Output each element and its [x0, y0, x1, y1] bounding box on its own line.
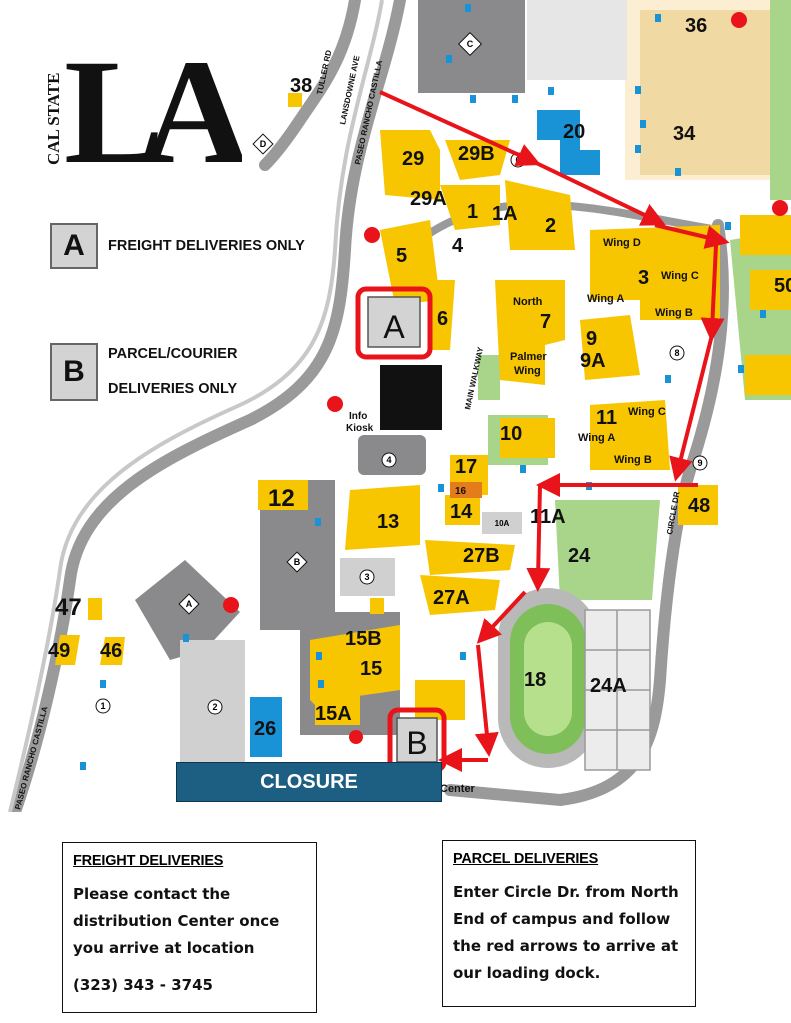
lot-1: 1 [100, 701, 105, 711]
logo-mark: LA [64, 44, 242, 170]
legend-b-box: B [50, 343, 98, 401]
label-2: 2 [545, 215, 556, 237]
freight-line-2: distribution Center once [73, 912, 280, 930]
lot-8: 8 [674, 348, 679, 358]
label-15b: 15B [345, 628, 382, 650]
track-18 [498, 588, 598, 768]
label-wing-c3: Wing C [661, 270, 699, 282]
label-46: 46 [100, 640, 122, 662]
label-3: 3 [638, 267, 649, 289]
parcel-line-4: our loading dock. [453, 964, 601, 982]
lot-4: 4 [386, 455, 391, 465]
lot-9: 9 [697, 458, 702, 468]
label-wing-a3: Wing A [587, 293, 624, 305]
label-9: 9 [586, 328, 597, 350]
lot-c: C [467, 39, 474, 49]
label-38: 38 [290, 75, 312, 97]
legend-b-text-2: DELIVERIES ONLY [108, 381, 238, 397]
label-1: 1 [467, 201, 478, 223]
label-49: 49 [48, 640, 70, 662]
marker-a-letter: A [383, 309, 405, 345]
blue-buildings [250, 110, 600, 757]
label-11: 11 [596, 407, 617, 429]
lot-a: A [186, 599, 193, 609]
legend-a-text: FREIGHT DELIVERIES ONLY [108, 238, 305, 254]
parcel-title: PARCEL DELIVERIES [453, 851, 599, 867]
metro-icons [223, 12, 788, 744]
parking-markers: C D B A 6 8 9 4 3 2 1 10A [95, 31, 708, 715]
label-wing-a11: Wing A [578, 432, 615, 444]
freight-title: FREIGHT DELIVERIES [73, 853, 224, 869]
legend-a-box: A [50, 223, 98, 269]
freight-phone: (323) 343 - 3745 [73, 976, 213, 994]
lot-10a: 10A [495, 519, 510, 528]
lot-d: D [260, 139, 267, 149]
freight-line-3: you arrive at location [73, 939, 255, 957]
logo-text: CAL STATE [44, 72, 63, 165]
parcel-deliveries-box: PARCEL DELIVERIES Enter Circle Dr. from … [442, 840, 696, 1007]
label-center: Center [440, 783, 476, 795]
label-15: 15 [360, 658, 382, 680]
lot-3: 3 [364, 572, 369, 582]
label-9a: 9A [580, 350, 606, 372]
label-29a: 29A [410, 188, 447, 210]
label-34: 34 [673, 123, 696, 145]
marker-a[interactable]: A [355, 286, 433, 360]
label-north: North [513, 296, 543, 308]
label-26: 26 [254, 718, 276, 740]
delivery-route-arrows [379, 90, 730, 772]
label-24a: 24A [590, 675, 627, 697]
label-1a: 1A [492, 203, 518, 225]
label-16: 16 [455, 486, 467, 497]
lot-b: B [294, 557, 301, 567]
black-building [380, 365, 442, 430]
svg-text:LA: LA [64, 44, 242, 170]
parcel-line-2: End of campus and follow [453, 910, 671, 928]
freight-deliveries-box: FREIGHT DELIVERIES Please contact the di… [62, 842, 317, 1013]
parcel-line-1: Enter Circle Dr. from North [453, 883, 679, 901]
label-24: 24 [568, 545, 591, 567]
marker-b-letter: B [406, 725, 427, 761]
label-7: 7 [540, 311, 551, 333]
label-6: 6 [437, 308, 448, 330]
label-29: 29 [402, 148, 424, 170]
label-info: Info [349, 411, 367, 422]
label-11a: 11A [530, 506, 566, 528]
label-27b: 27B [463, 545, 500, 567]
label-18: 18 [524, 669, 546, 691]
label-20: 20 [563, 121, 585, 143]
label-wing-b3: Wing B [655, 307, 693, 319]
label-50: 50 [774, 275, 791, 297]
closure-banner: CLOSURE [176, 762, 442, 802]
label-5: 5 [396, 245, 407, 267]
label-48: 48 [688, 495, 710, 517]
parcel-line-3: the red arrows to arrive at [453, 937, 679, 955]
legend-b-text-1: PARCEL/COURIER [108, 346, 238, 362]
lot-2: 2 [212, 702, 217, 712]
label-13: 13 [377, 511, 399, 533]
label-29b: 29B [458, 143, 495, 165]
label-27a: 27A [433, 587, 470, 609]
label-wing-b11: Wing B [614, 454, 652, 466]
yellow-buildings [55, 10, 791, 725]
marker-b[interactable]: B [387, 707, 447, 773]
label-kiosk: Kiosk [346, 423, 374, 434]
freight-line-1: Please contact the [73, 885, 231, 903]
label-palmer-wing: Wing [514, 365, 541, 377]
label-10: 10 [500, 423, 522, 445]
label-wing-d: Wing D [603, 237, 641, 249]
campus-map: 36 38 34 20 29 29B 29A 1 1A 2 4 5 6 7 3 … [8, 0, 791, 812]
label-12: 12 [268, 485, 295, 512]
label-palmer: Palmer [510, 351, 547, 363]
label-14: 14 [450, 501, 473, 523]
label-47: 47 [55, 594, 82, 621]
label-wing-c11: Wing C [628, 406, 666, 418]
label-4: 4 [452, 235, 464, 257]
label-17: 17 [455, 456, 477, 478]
tennis-courts [584, 609, 651, 771]
label-36: 36 [685, 15, 707, 37]
label-15a: 15A [315, 703, 352, 725]
